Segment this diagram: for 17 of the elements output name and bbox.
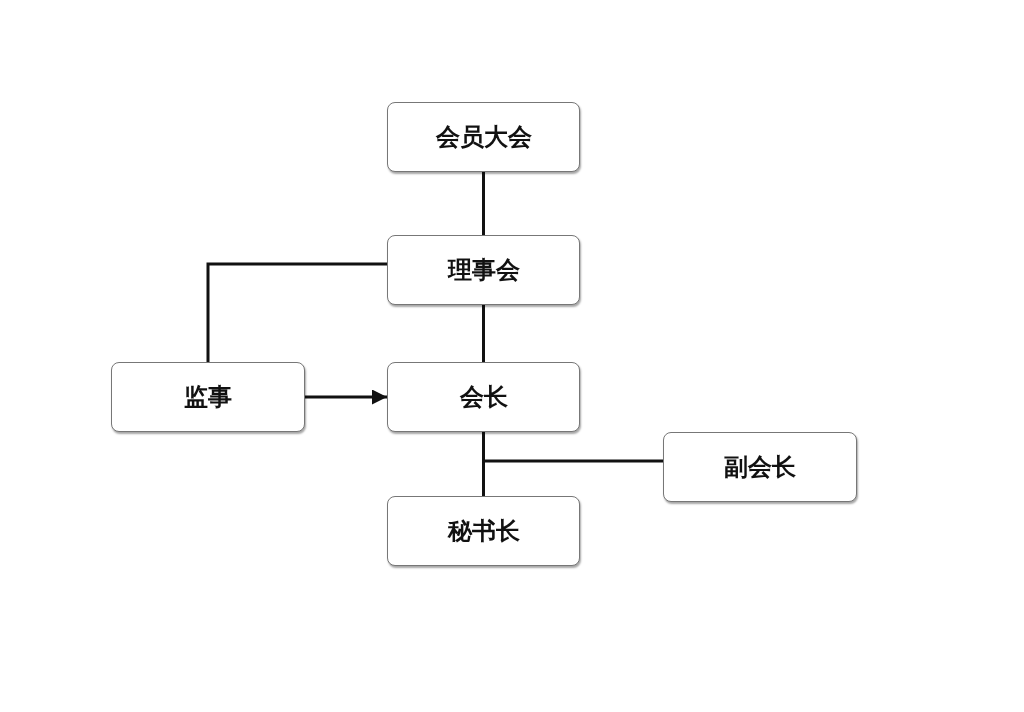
org-box [387,102,580,172]
org-box [663,432,857,502]
connector-line [482,305,485,362]
box-label: 理事会 [447,255,520,286]
box-label: 会员大会 [435,122,532,153]
org-box [387,496,580,566]
connector-line [482,432,663,463]
box-label: 秘书长 [447,516,520,547]
org-box [387,235,580,305]
arrow [305,389,387,405]
connector-line [482,172,485,235]
connector-line [206,262,387,362]
box-label: 监事 [184,382,232,413]
box-label: 会长 [459,382,508,413]
org-box [387,362,580,432]
box-label: 副会长 [724,452,796,483]
org-box [111,362,305,432]
